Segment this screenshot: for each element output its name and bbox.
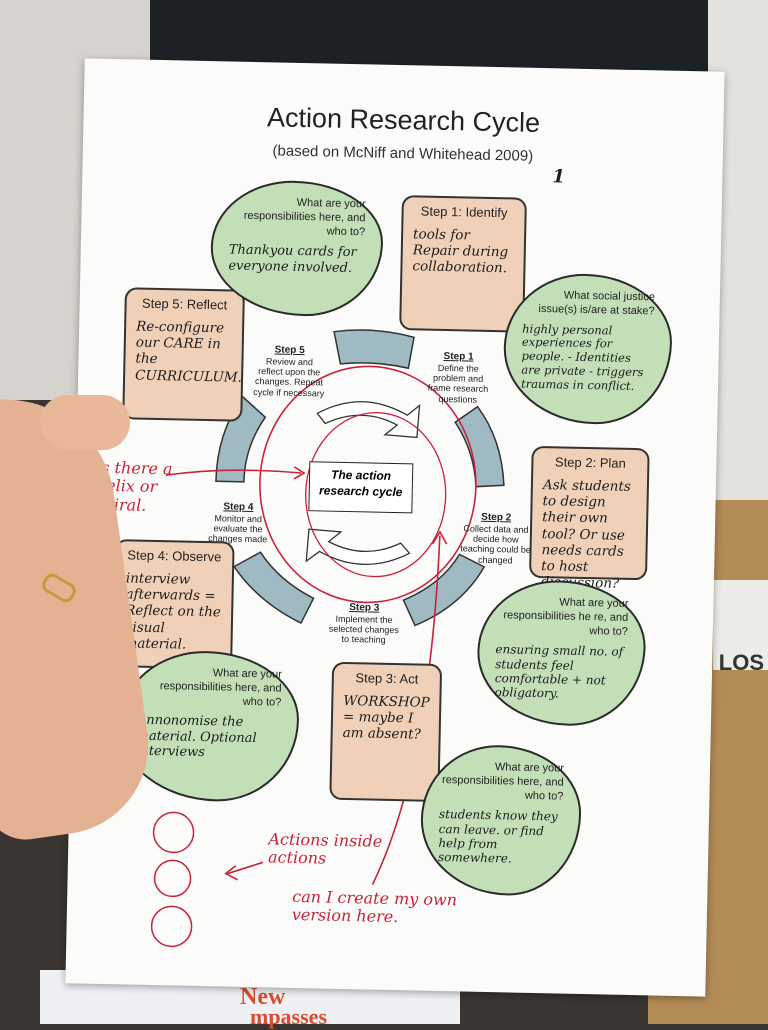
step-5-title: Step 5: Reflect xyxy=(141,295,228,313)
cycle-diagram xyxy=(150,329,505,948)
arc-label-2-body: Collect data and decide how teaching cou… xyxy=(460,522,531,566)
arc-label-step-1: Step 1 Define the problem and frame rese… xyxy=(423,351,494,405)
arc-label-4-body: Monitor and evaluate the changes made xyxy=(208,512,268,545)
center-label: The action research cycle xyxy=(308,461,414,514)
cloud-2-question: What social justice issue(s) is/are at s… xyxy=(538,289,656,318)
cloud-5-note: students know they can leave. or find he… xyxy=(437,807,558,866)
arc-label-5-head: Step 5 xyxy=(274,344,305,357)
book-title-line1: New xyxy=(240,984,286,1010)
step-1-box: Step 1: Identify tools for Repair during… xyxy=(399,195,527,333)
step-1-title: Step 1: Identify xyxy=(420,203,508,221)
arc-segment-1 xyxy=(333,329,415,370)
arc-label-1-head: Step 1 xyxy=(443,350,474,363)
arc-label-step-3: Step 3 Implement the selected changes to… xyxy=(328,602,401,646)
red-doodle-circle-1 xyxy=(152,811,195,854)
arc-segment-4 xyxy=(233,551,315,625)
red-doodle-circle-3 xyxy=(150,905,193,948)
red-note-create: can I create my own version here. xyxy=(291,886,458,927)
step-2-title: Step 2: Plan xyxy=(554,454,626,471)
step-2-note: Ask students to design their own tool? O… xyxy=(541,477,631,592)
cycle-arrow-bottom xyxy=(305,528,411,566)
arc-label-step-2: Step 2 Collect data and decide how teach… xyxy=(459,511,532,565)
red-arrow-create-head xyxy=(431,530,448,545)
handout-paper: Action Research Cycle (based on McNiff a… xyxy=(65,58,725,997)
background-right-book xyxy=(713,580,768,670)
right-book-title: LOS xyxy=(718,650,764,675)
red-arrow-helix-head xyxy=(293,466,306,480)
cloud-4-question: What are your responsibilities here, and… xyxy=(159,667,283,709)
cloud-3-note: ensuring small no. of students feel comf… xyxy=(494,642,624,701)
arc-label-3-body: Implement the selected changes to teachi… xyxy=(328,613,399,646)
holding-thumb xyxy=(40,395,130,450)
book-title-line2: mpasses xyxy=(250,1004,328,1029)
red-arrow-actions xyxy=(227,861,264,875)
step-2-box: Step 2: Plan Ask students to design thei… xyxy=(528,445,650,592)
step-1-note: tools for Repair during collaboration. xyxy=(412,226,509,277)
cloud-5-question: What are your responsibilities here, and… xyxy=(441,761,565,803)
red-spiral-outer xyxy=(259,365,477,604)
cloud-4-note: Annonomise the material. Optional interv… xyxy=(136,712,257,761)
arc-label-4-head: Step 4 xyxy=(223,501,254,514)
arc-segment-2 xyxy=(454,405,505,488)
step-3-note: WORKSHOP = maybe I am absent? xyxy=(342,692,430,743)
step-5-note: Re-configure our CARE in the CURRICULUM. xyxy=(134,318,243,386)
cloud-3-question: What are your responsibilities he re, an… xyxy=(503,596,629,638)
step-3-box: Step 3: Act WORKSHOP = maybe I am absent… xyxy=(329,661,443,802)
cycle-arrow-top xyxy=(316,401,421,439)
arc-label-5-body: Review and reflect upon the changes. Rep… xyxy=(253,355,325,399)
step-3-title: Step 3: Act xyxy=(355,670,419,687)
step-4-title: Step 4: Observe xyxy=(127,547,222,565)
red-arrow-actions-head xyxy=(224,865,238,881)
step-4-note: interview afterwards = Reflect on the vi… xyxy=(124,570,222,653)
cloud-1-note: Thankyou cards for everyone involved. xyxy=(228,242,357,276)
arc-label-1-body: Define the problem and frame research qu… xyxy=(427,362,489,405)
arc-label-step-4: Step 4 Monitor and evaluate the changes … xyxy=(200,501,277,545)
red-spiral-inner xyxy=(305,411,447,578)
red-doodle-circle-2 xyxy=(153,859,192,898)
red-note-actions: Actions inside actions xyxy=(267,829,383,869)
red-arrow-helix xyxy=(165,469,302,476)
arc-label-step-5: Step 5 Review and reflect upon the chang… xyxy=(253,344,326,398)
arc-segment-3 xyxy=(402,553,486,627)
cloud-1-question: What are your responsibilities here, and… xyxy=(243,196,366,238)
step-5-box: Step 5: Reflect Re-configure our CARE in… xyxy=(122,287,245,422)
cloud-2-note: highly personal experiences for people. … xyxy=(520,321,644,393)
